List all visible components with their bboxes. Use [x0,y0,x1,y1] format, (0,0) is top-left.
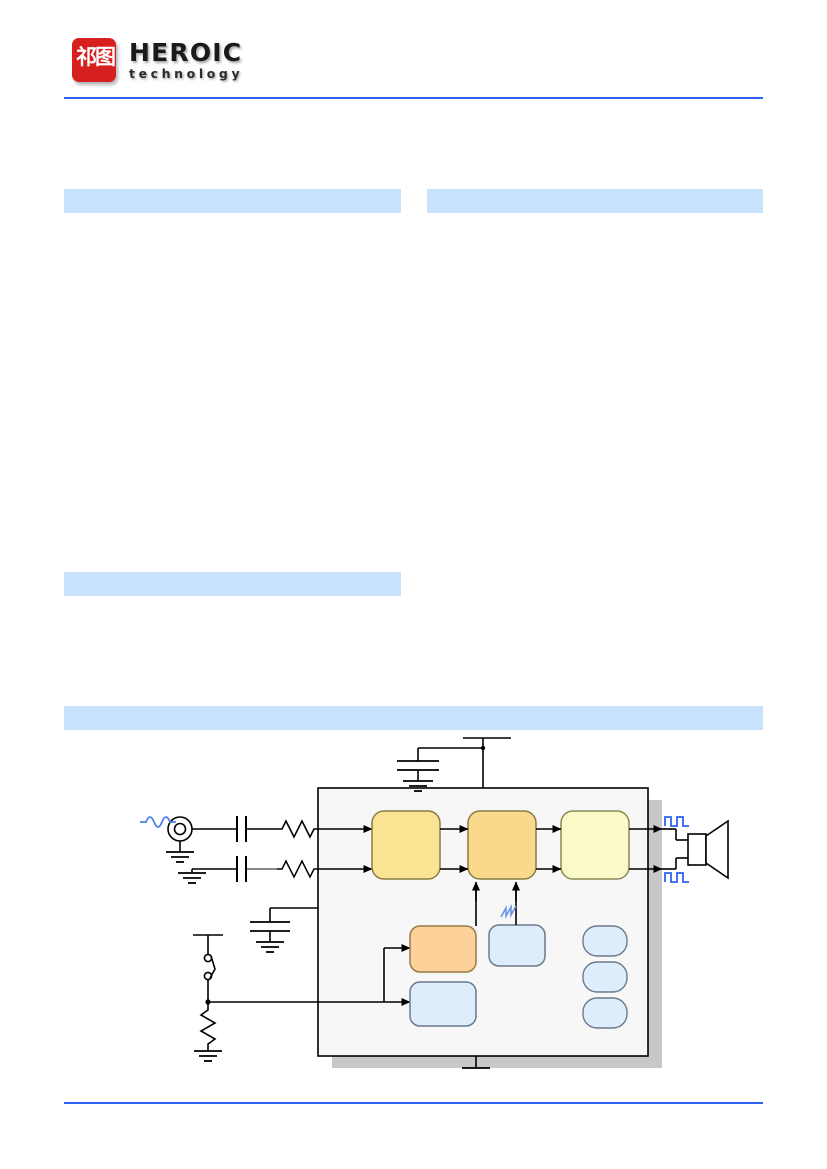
section-title-features [64,189,401,193]
company-logo: 祁 图 HEROIC technology [72,38,243,82]
ramp-wave-icon [500,903,517,920]
speaker-icon [687,819,729,880]
ground-symbol [403,780,433,792]
application-circuit-diagram [64,726,763,1071]
block-aux-1 [582,925,628,957]
input-cap-top [236,816,247,842]
block-aux-3 [582,997,628,1029]
input-res-bottom [277,859,320,879]
section-title-ordering [64,572,401,576]
section-bar-application-circuit [64,706,763,730]
ground-symbol [166,851,194,863]
pwm-out-bottom-icon [664,872,689,883]
section-bar-features [64,189,401,213]
logo-wordmark: HEROIC technology [129,40,243,81]
mode-switch[interactable] [193,934,223,1002]
speaker-wiring [662,828,688,870]
pwm-out-top-icon [664,816,689,827]
pulldown-res [199,1002,217,1051]
seal-glyph-right: 图 [95,45,116,69]
section-bar-applications [427,189,763,213]
supply-cap [397,747,483,792]
header-divider [64,97,763,99]
block-input-stage [371,810,441,880]
section-title-applications [427,189,763,193]
seal-glyph-left: 祁 [76,45,97,69]
block-control [409,925,477,973]
ic-ground [462,1056,490,1069]
footer-divider [64,1102,763,1104]
brand-tagline: technology [129,66,244,82]
block-gain-stage [467,810,537,880]
input-cap-bottom [236,856,247,882]
ground-symbol-pulldown [194,1050,222,1062]
input-sine-wave-icon [140,816,176,828]
seal-logo-icon: 祁 图 [72,38,116,82]
ground-symbol-input-bottom [178,872,206,884]
section-title-application-circuit [64,706,763,710]
bypass-cap [250,907,318,953]
ground-symbol [256,941,284,953]
brand-name: HEROIC [129,37,243,67]
page-header: 祁 图 HEROIC technology [0,0,827,100]
block-logic [409,981,477,1027]
input-res-top [277,819,320,839]
block-oscillator [488,924,546,967]
block-output-stage [560,810,630,880]
supply-rail [463,737,511,788]
ac-signal-source [166,816,194,863]
section-bar-ordering [64,572,401,596]
block-aux-2 [582,961,628,993]
